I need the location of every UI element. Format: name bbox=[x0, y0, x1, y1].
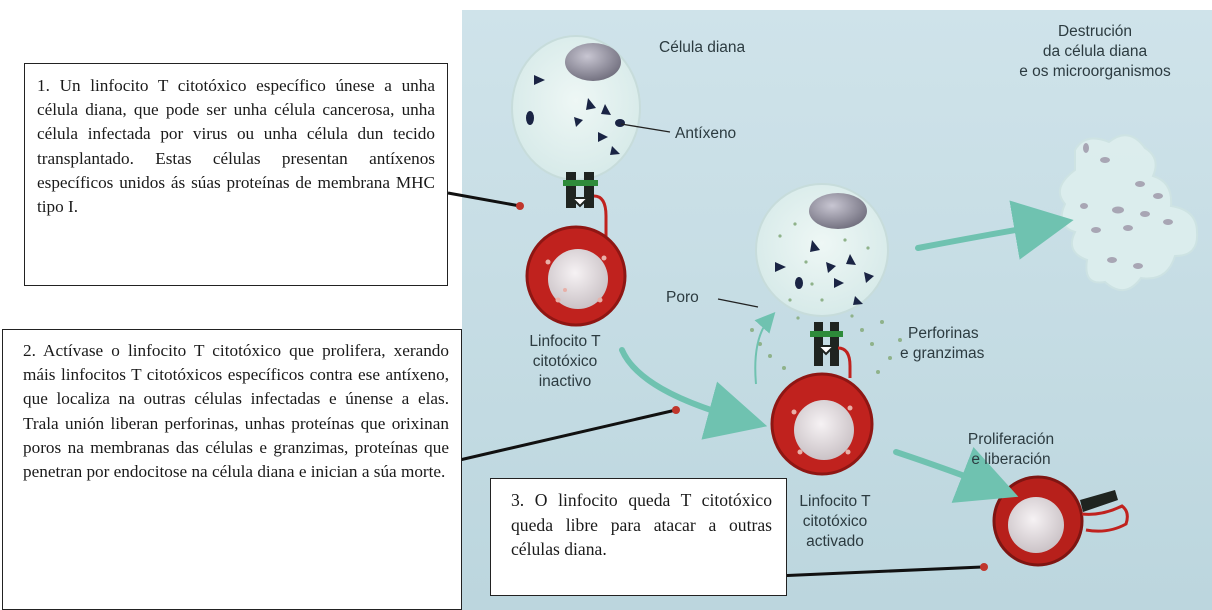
pore-pointer bbox=[717, 298, 759, 308]
inactive-lymphocyte bbox=[525, 225, 627, 327]
label-activated-lymphocyte: Linfocito T citotóxico activado bbox=[780, 492, 890, 552]
antigen-group-2 bbox=[775, 240, 874, 305]
label-inactive-lymphocyte: Linfocito T citotóxico inactivo bbox=[510, 332, 620, 392]
arrow-destruction bbox=[915, 200, 1074, 260]
label-pore: Poro bbox=[666, 289, 699, 306]
step2-textbox: 2. Actívase o linfocito T citotóxico que… bbox=[2, 329, 462, 610]
antigen-group-1 bbox=[526, 75, 625, 155]
connector-step1 bbox=[447, 191, 521, 208]
label-target-cell: Célula diana bbox=[659, 39, 746, 56]
receptor-link-1 bbox=[563, 172, 608, 240]
antigen-pointer bbox=[620, 123, 671, 133]
activated-lymphocyte bbox=[770, 372, 874, 476]
step3-textbox: 3. O linfocito queda T citotóxico queda … bbox=[490, 478, 787, 596]
released-lymphocyte bbox=[992, 475, 1129, 567]
label-activated-line2: citotóxico bbox=[802, 513, 868, 530]
process-arrows bbox=[619, 200, 1074, 503]
label-antigen: Antíxeno bbox=[675, 125, 737, 142]
label-inactive-line3: inactivo bbox=[538, 373, 592, 390]
label-perforins-line2: e granzimas bbox=[900, 345, 985, 362]
label-destruction-line3: e os microorganismos bbox=[1019, 63, 1171, 80]
label-activated-line1: Linfocito T bbox=[799, 493, 871, 510]
arrow-proliferation bbox=[893, 446, 1019, 503]
arrow-perforin bbox=[754, 312, 776, 385]
target-cell-2 bbox=[717, 183, 889, 317]
label-proliferation-line2: e liberación bbox=[971, 451, 1051, 468]
connector-step3 bbox=[775, 565, 983, 578]
nucleus-1 bbox=[565, 43, 621, 81]
label-inactive-line2: citotóxico bbox=[532, 353, 598, 370]
label-perforins-line1: Perforinas bbox=[908, 325, 979, 342]
label-proliferation-line1: Proliferación bbox=[967, 431, 1055, 448]
connectors bbox=[447, 191, 988, 578]
label-destruction-line2: da célula diana bbox=[1042, 43, 1148, 60]
label-activated-line3: activado bbox=[806, 533, 864, 550]
label-destruction-line1: Destrución bbox=[1057, 23, 1133, 40]
label-inactive-line1: Linfocito T bbox=[529, 333, 601, 350]
connector-step2 bbox=[450, 408, 677, 464]
destroyed-cell bbox=[1058, 134, 1199, 291]
nucleus-2 bbox=[809, 193, 867, 229]
label-perforins: Perforinas e granzimas bbox=[900, 324, 984, 364]
target-cell-1 bbox=[511, 35, 671, 181]
label-destruction: Destrución da célula diana e os microorg… bbox=[995, 22, 1195, 82]
perforin-particles bbox=[750, 314, 902, 374]
receptor-link-2 bbox=[810, 322, 852, 378]
label-proliferation: Proliferación e liberación bbox=[946, 430, 1076, 470]
step1-textbox: 1. Un linfocito T citotóxico específico … bbox=[24, 63, 448, 286]
arrow-activation bbox=[619, 347, 768, 440]
